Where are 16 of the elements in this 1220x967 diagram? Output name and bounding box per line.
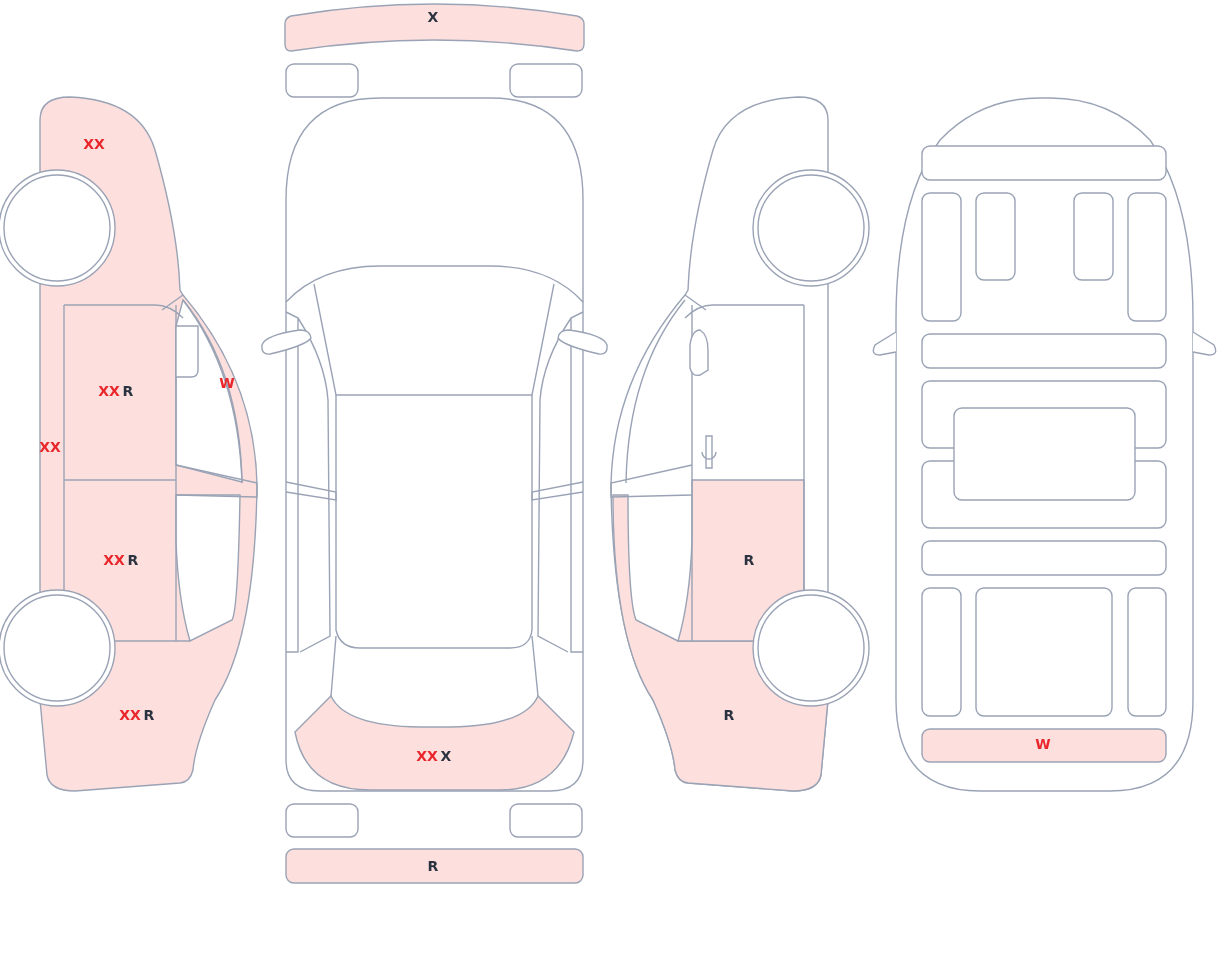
damage-code: XX: [103, 552, 125, 568]
damage-code: XX: [416, 748, 438, 764]
damage-code: XX: [119, 707, 141, 723]
damage-code: R: [143, 707, 155, 723]
damage-code: R: [427, 858, 439, 874]
damage-code: X: [427, 9, 439, 25]
damage-code: R: [122, 383, 134, 399]
damage-code: W: [219, 375, 235, 391]
damage-code: W: [1035, 736, 1051, 752]
damage-code: R: [127, 552, 139, 568]
damage-code: R: [743, 552, 755, 568]
damage-code: XX: [83, 136, 105, 152]
damage-code: R: [723, 707, 735, 723]
damage-code: XX: [98, 383, 120, 399]
damage-code: X: [440, 748, 452, 764]
damage-code: XX: [39, 439, 61, 455]
